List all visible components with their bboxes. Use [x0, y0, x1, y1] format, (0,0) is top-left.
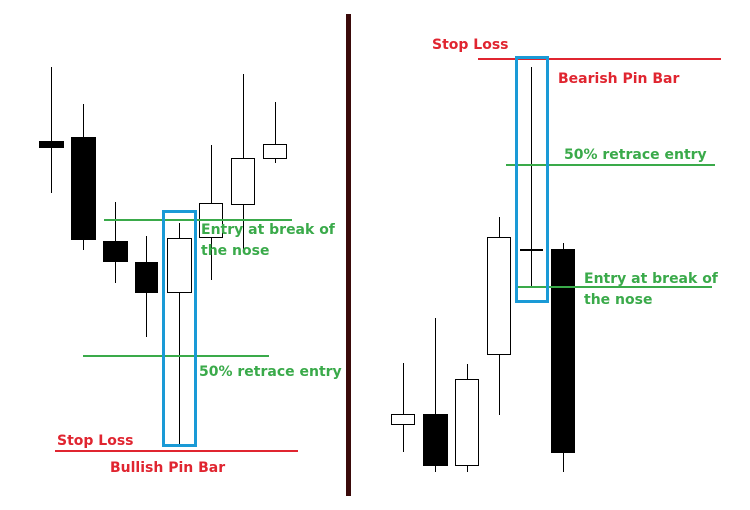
- bullish-candle-body: [263, 144, 287, 159]
- bullish-entry-break-line: [104, 219, 292, 221]
- bullish-candle-body: [135, 262, 158, 293]
- bearish-candle-body: [551, 249, 575, 453]
- bearish-stop-loss-label: Stop Loss: [432, 37, 509, 53]
- bullish-candle-wick: [51, 67, 52, 193]
- bearish-candle-body: [487, 237, 511, 355]
- bullish-stop-loss-label: Stop Loss: [57, 433, 134, 449]
- bullish-candle-body: [103, 241, 128, 262]
- bearish-pin-bar-title: Bearish Pin Bar: [558, 71, 680, 87]
- bullish-entry-break-line1: Entry at break of: [201, 222, 335, 238]
- bullish-candle-wick: [275, 102, 276, 163]
- bullish-candle-body: [167, 238, 192, 293]
- bearish-retrace-label: 50% retrace entry: [564, 147, 707, 163]
- bearish-retrace-line: [506, 164, 715, 166]
- bearish-entry-break-line2: the nose: [584, 292, 653, 308]
- bearish-entry-break-line1: Entry at break of: [584, 271, 718, 287]
- bullish-entry-break-line2: the nose: [201, 243, 270, 259]
- panel-divider: [346, 14, 351, 496]
- bullish-stop-loss-line: [55, 450, 298, 452]
- bullish-pin-bar-highlight: [162, 210, 197, 447]
- bearish-stop-loss-line: [478, 58, 721, 60]
- bearish-candle-body: [455, 379, 479, 466]
- bullish-candle-body: [231, 158, 255, 205]
- bullish-entry-break-label: Entry at break of the nose: [201, 220, 335, 262]
- bearish-candle-body: [520, 249, 543, 251]
- bearish-candle-wick: [435, 318, 436, 472]
- bearish-candle-body: [391, 414, 415, 425]
- bearish-candle-wick: [531, 67, 532, 287]
- bullish-retrace-label: 50% retrace entry: [199, 364, 342, 380]
- bearish-entry-break-label: Entry at break of the nose: [584, 269, 718, 311]
- bullish-retrace-line: [83, 355, 269, 357]
- bearish-candle-wick: [403, 363, 404, 452]
- bearish-pin-bar-highlight: [515, 56, 549, 303]
- bullish-pin-bar-title: Bullish Pin Bar: [110, 460, 226, 476]
- bearish-candle-body: [423, 414, 448, 466]
- bullish-candle-body: [71, 137, 96, 240]
- bullish-candle-body: [39, 141, 64, 148]
- bearish-entry-break-line: [516, 286, 712, 288]
- bullish-candle-wick: [179, 223, 180, 444]
